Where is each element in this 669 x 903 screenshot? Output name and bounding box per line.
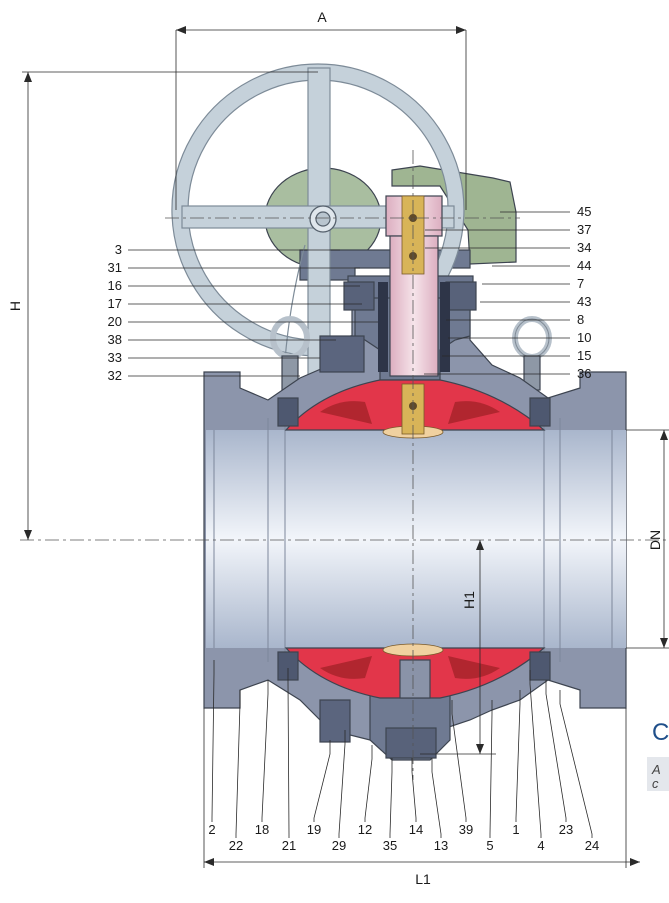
callout-label-32: 32	[108, 368, 122, 383]
callout-label-15: 15	[577, 348, 591, 363]
callout-leader	[364, 745, 373, 822]
callout-label-29: 29	[332, 838, 346, 853]
callout-label-44: 44	[577, 258, 591, 273]
flow-bore	[206, 410, 626, 668]
callout-leader	[559, 690, 593, 838]
dim-H: H	[7, 301, 23, 311]
callout-label-31: 31	[108, 260, 122, 275]
callout-label-2: 2	[208, 822, 215, 837]
dim-DN: DN	[647, 530, 663, 550]
callout-leader	[211, 660, 215, 822]
callout-label-13: 13	[434, 838, 448, 853]
cropped-note-box	[647, 757, 669, 791]
callout-label-21: 21	[282, 838, 296, 853]
callout-leader	[451, 700, 467, 822]
callout-label-20: 20	[108, 314, 122, 329]
callout-leader	[545, 680, 567, 822]
callout-leader	[431, 758, 442, 838]
callout-label-36: 36	[577, 366, 591, 381]
callout-label-22: 22	[229, 838, 243, 853]
callout-label-8: 8	[577, 312, 584, 327]
dim-H1: H1	[461, 591, 477, 609]
callout-label-45: 45	[577, 204, 591, 219]
callout-label-5: 5	[486, 838, 493, 853]
dimension-lines	[22, 26, 669, 868]
callout-label-37: 37	[577, 222, 591, 237]
seat-rings	[277, 397, 551, 681]
callout-leader	[411, 758, 417, 822]
callout-label-17: 17	[108, 296, 122, 311]
stem	[378, 195, 450, 699]
callout-label-4: 4	[537, 838, 544, 853]
callout-label-35: 35	[383, 838, 397, 853]
cropped-line-1: A	[651, 762, 661, 777]
callout-leader	[389, 758, 393, 838]
callout-label-12: 12	[358, 822, 372, 837]
callout-label-10: 10	[577, 330, 591, 345]
callout-leader	[313, 740, 331, 822]
callout-label-14: 14	[409, 822, 423, 837]
callout-leader	[235, 690, 241, 838]
callout-label-43: 43	[577, 294, 591, 309]
callout-label-18: 18	[255, 822, 269, 837]
callout-label-24: 24	[585, 838, 599, 853]
callout-label-38: 38	[108, 332, 122, 347]
callout-leader	[261, 680, 269, 822]
callout-label-19: 19	[307, 822, 321, 837]
callout-label-1: 1	[512, 822, 519, 837]
cropped-heading: C	[652, 719, 669, 746]
dim-L1: L1	[415, 871, 431, 887]
cropped-line-2: c	[652, 776, 659, 791]
callout-label-34: 34	[577, 240, 591, 255]
dim-A: A	[317, 9, 327, 25]
callout-leader	[338, 730, 346, 838]
callout-label-7: 7	[577, 276, 584, 291]
callout-label-3: 3	[115, 242, 122, 257]
callout-label-33: 33	[108, 350, 122, 365]
callout-label-16: 16	[108, 278, 122, 293]
callout-leader	[529, 670, 542, 838]
callout-label-39: 39	[459, 822, 473, 837]
callout-leader	[287, 668, 290, 838]
callout-leader	[489, 700, 493, 838]
callout-leader	[515, 690, 521, 822]
callout-label-23: 23	[559, 822, 573, 837]
